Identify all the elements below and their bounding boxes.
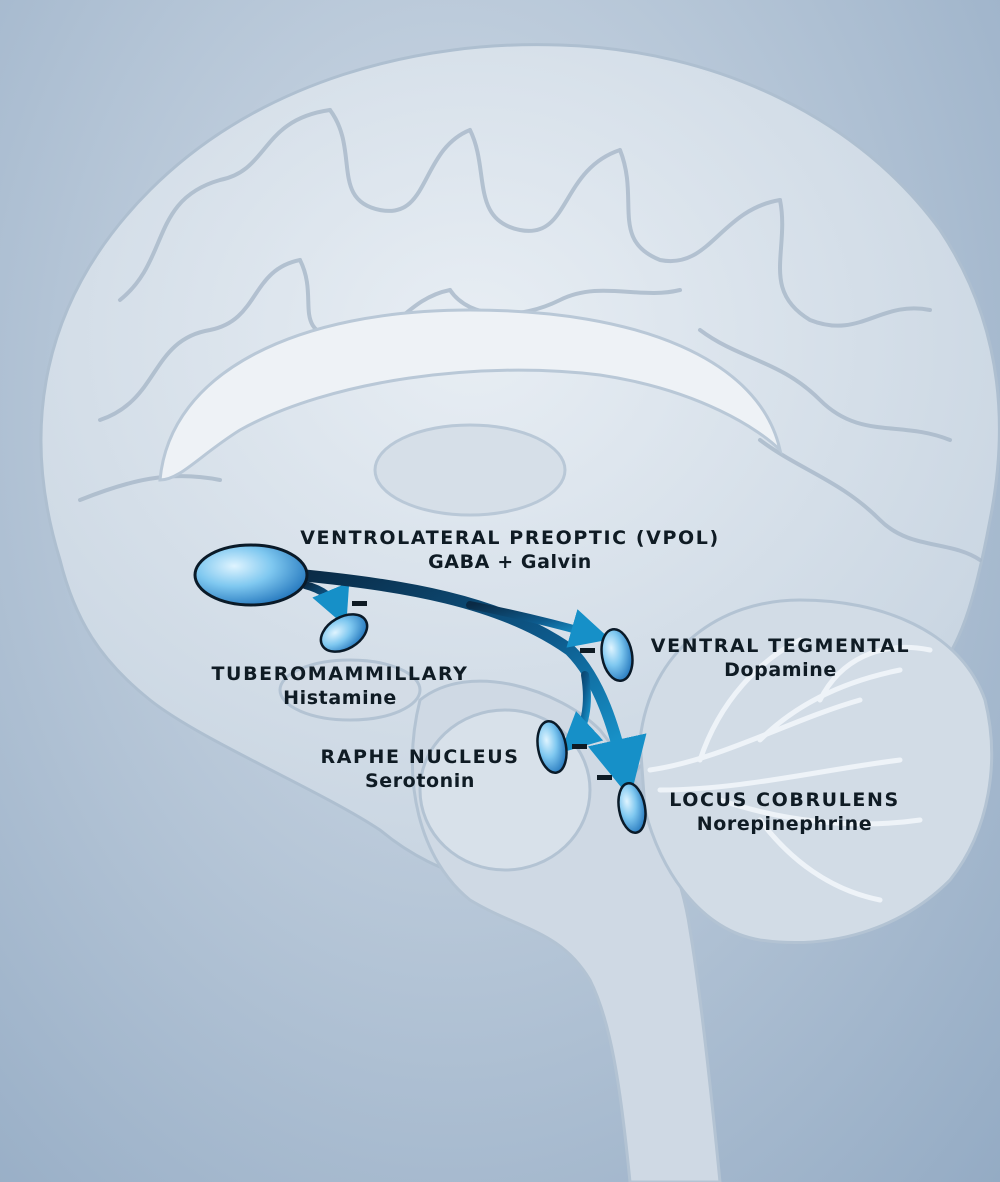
inhibition-mark-tuberomammillary — [352, 601, 367, 606]
locus-cobrulens-label: LOCUS COBRULENS Norepinephrine — [652, 789, 917, 837]
ventral-tegmental-subtitle: Dopamine — [638, 659, 923, 683]
vpol-title: VENTROLATERAL PREOPTIC (VPOL) — [280, 527, 740, 551]
raphe-nucleus-label: RAPHE NUCLEUS Serotonin — [305, 746, 535, 794]
locus-cobrulens-title: LOCUS COBRULENS — [652, 789, 917, 813]
ventral-tegmental-label: VENTRAL TEGMENTAL Dopamine — [638, 635, 923, 683]
raphe-nucleus-title: RAPHE NUCLEUS — [305, 746, 535, 770]
ventral-tegmental-title: VENTRAL TEGMENTAL — [638, 635, 923, 659]
locus-cobrulens-subtitle: Norepinephrine — [652, 813, 917, 837]
inhibition-mark-locus-cobrulens — [597, 775, 612, 780]
raphe-nucleus-subtitle: Serotonin — [305, 770, 535, 794]
tuberomammillary-label: TUBEROMAMMILLARY Histamine — [195, 663, 485, 711]
tuberomammillary-subtitle: Histamine — [195, 687, 485, 711]
thalamus — [375, 425, 565, 515]
inhibition-mark-raphe-nucleus — [572, 744, 587, 749]
inhibition-mark-ventral-tegmental — [580, 648, 595, 653]
vpol-label: VENTROLATERAL PREOPTIC (VPOL) GABA + Gal… — [280, 527, 740, 575]
vpol-subtitle: GABA + Galvin — [280, 551, 740, 575]
tuberomammillary-title: TUBEROMAMMILLARY — [195, 663, 485, 687]
